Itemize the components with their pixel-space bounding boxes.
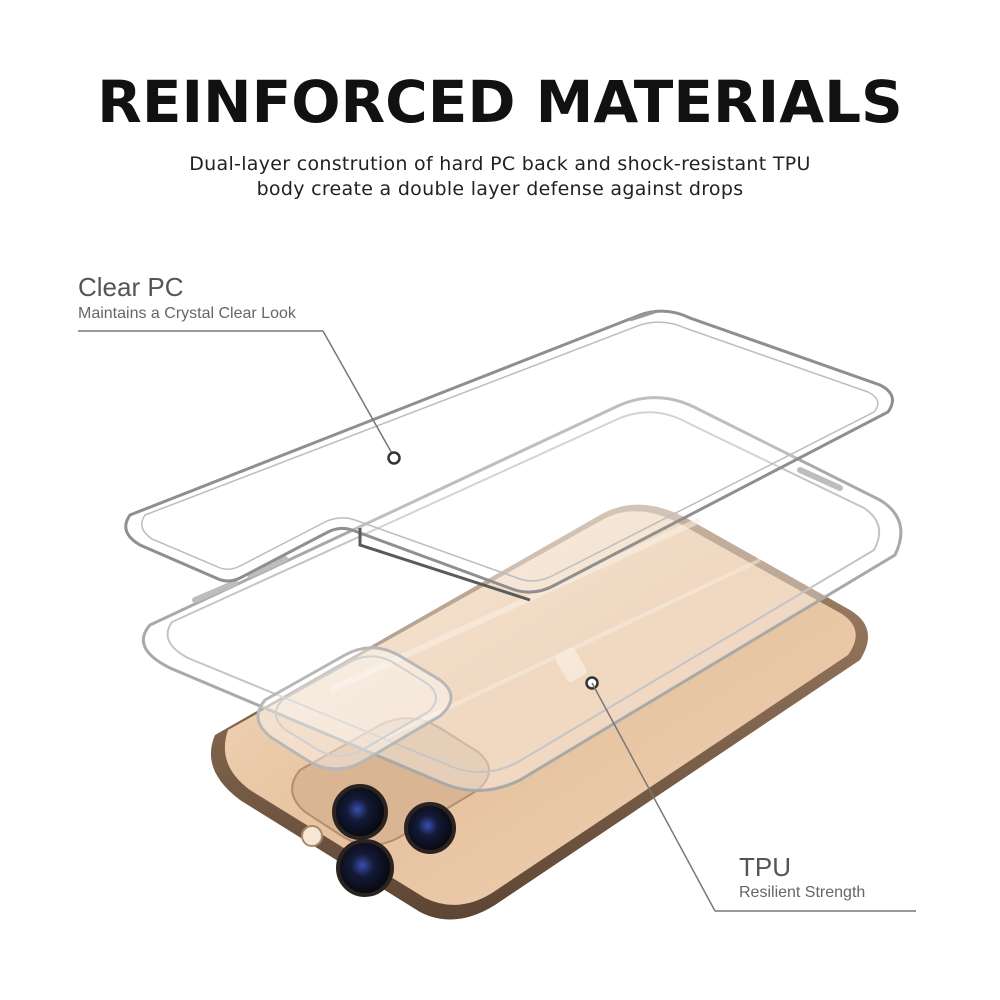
callout-tpu-line [585,676,916,912]
callout-pc-marker [387,451,401,465]
subtitle-line-2: body create a double layer defense again… [256,178,744,200]
camera-module [291,717,490,897]
callout-pc-description: Maintains a Crystal Clear Look [78,305,296,322]
tpu-bumper [141,396,903,792]
callout-pc-line [78,330,401,465]
callout-tpu-description: Resilient Strength [739,884,866,901]
subtitle-line-1: Dual-layer constrution of hard PC back a… [189,153,811,175]
pc-back-plate [124,309,894,602]
callout-tpu-title: TPU [739,852,791,882]
headline: REINFORCED MATERIALS [97,68,903,136]
camera-lens-icon [336,839,394,897]
camera-lens-icon [332,784,388,840]
flash-icon [301,825,323,847]
callout-pc-title: Clear PC [78,272,184,302]
camera-lens-icon [404,802,456,854]
